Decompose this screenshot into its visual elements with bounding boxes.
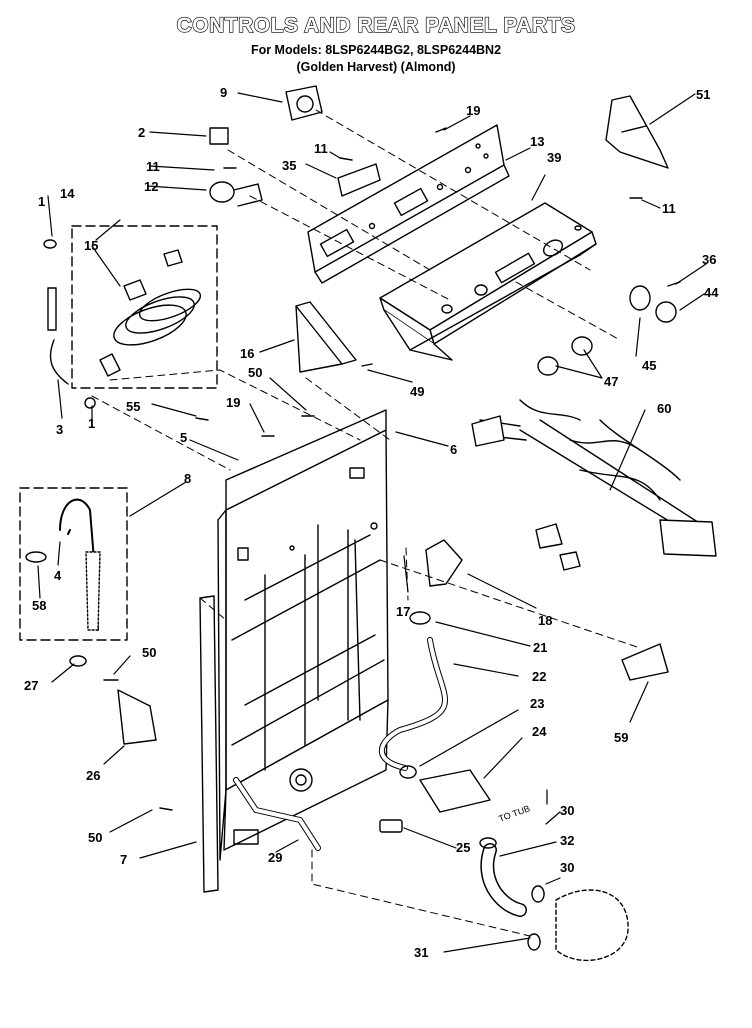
callout-5: 5	[180, 430, 187, 445]
knob-47a-part	[537, 356, 559, 376]
callout-1b: 1	[88, 416, 95, 431]
callout-21: 21	[533, 640, 547, 655]
tube-29-inner	[234, 778, 320, 850]
callout-49: 49	[410, 384, 424, 399]
tray-59-part	[621, 643, 669, 681]
to-tub-label: TO TUB	[497, 803, 531, 824]
cord-kit-box	[71, 225, 218, 389]
callout-18: 18	[538, 613, 552, 628]
drain-hose-22-inner	[379, 638, 447, 770]
callout-58: 58	[32, 598, 46, 613]
callout-29: 29	[268, 850, 282, 865]
callout-12: 12	[144, 179, 158, 194]
callout-35: 35	[282, 158, 296, 173]
timer-9-part	[285, 85, 323, 121]
control-bracket-part	[307, 124, 510, 284]
callout-30b: 30	[560, 860, 574, 875]
console-panel-part	[379, 202, 597, 361]
callout-55: 55	[126, 399, 140, 414]
callout-31: 31	[414, 945, 428, 960]
side-rail-part	[199, 595, 219, 893]
clip-25-part	[379, 819, 403, 833]
washer-58-part	[25, 551, 47, 563]
callout-24: 24	[532, 724, 547, 739]
callout-8: 8	[184, 471, 191, 486]
diagram-title: CONTROLS AND REAR PANEL PARTS	[176, 13, 576, 37]
knob-44-part	[655, 301, 677, 323]
callout-39: 39	[547, 150, 561, 165]
callout-2: 2	[138, 125, 145, 140]
switch-35-part	[337, 163, 381, 197]
callout-50b: 50	[142, 645, 156, 660]
callout-45: 45	[642, 358, 656, 373]
callout-14: 14	[60, 186, 75, 201]
callout-59: 59	[614, 730, 628, 745]
valve-switch-12-part	[209, 181, 263, 207]
screw-small-part	[103, 127, 681, 811]
callout-15: 15	[84, 238, 98, 253]
cover-16-part	[295, 301, 357, 373]
drain-hose-32-inner	[481, 844, 526, 916]
callout-13: 13	[530, 134, 544, 149]
callout-27: 27	[24, 678, 38, 693]
hose-clamp-part	[43, 239, 545, 951]
hose-kit-box	[19, 487, 128, 641]
callout-17: 17	[396, 604, 410, 619]
models-line: For Models: 8LSP6244BG2, 8LSP6244BN2	[250, 43, 502, 57]
callout-36: 36	[702, 252, 716, 267]
switch-2-part	[209, 127, 229, 145]
callout-60: 60	[657, 401, 671, 416]
callout-25: 25	[456, 840, 470, 855]
callout-3: 3	[56, 422, 63, 437]
callout-51: 51	[696, 87, 710, 102]
callout-32: 32	[560, 833, 574, 848]
callout-50c: 50	[88, 830, 102, 845]
callout-7: 7	[120, 852, 127, 867]
callout-50a: 50	[248, 365, 262, 380]
inlet-hose-3-part	[47, 287, 69, 385]
callout-11c: 11	[662, 201, 676, 216]
callout-11b: 11	[146, 159, 160, 174]
callout-22: 22	[532, 669, 546, 684]
wire-harness-part	[471, 399, 717, 571]
power-cord-part	[99, 249, 202, 377]
hose-4b-part	[85, 551, 101, 631]
knob-47b-part	[571, 336, 593, 356]
callout-11a: 11	[314, 141, 328, 156]
pressure-switch-18-part	[425, 539, 463, 587]
callout-1a: 1	[38, 194, 45, 209]
callout-44: 44	[704, 285, 719, 300]
bracket-51-part	[605, 95, 669, 169]
hose-4-part	[59, 498, 99, 631]
leader-lines	[37, 92, 707, 953]
callout-23: 23	[530, 696, 544, 711]
callout-19b: 19	[226, 395, 240, 410]
callout-30a: 30	[560, 803, 574, 818]
callout-47: 47	[604, 374, 618, 389]
callout-6: 6	[450, 442, 457, 457]
pump-31-part	[555, 889, 629, 962]
callout-19a: 19	[466, 103, 480, 118]
colors-line: (Golden Harvest) (Almond)	[296, 60, 456, 74]
callout-9: 9	[220, 85, 227, 100]
callout-16: 16	[240, 346, 254, 361]
callout-4: 4	[54, 568, 62, 583]
callout-26: 26	[86, 768, 100, 783]
knob-45-part	[629, 285, 651, 311]
base-24-part	[419, 769, 491, 813]
bracket-26-part	[117, 689, 157, 745]
dashed-assembly-lines	[91, 109, 641, 937]
